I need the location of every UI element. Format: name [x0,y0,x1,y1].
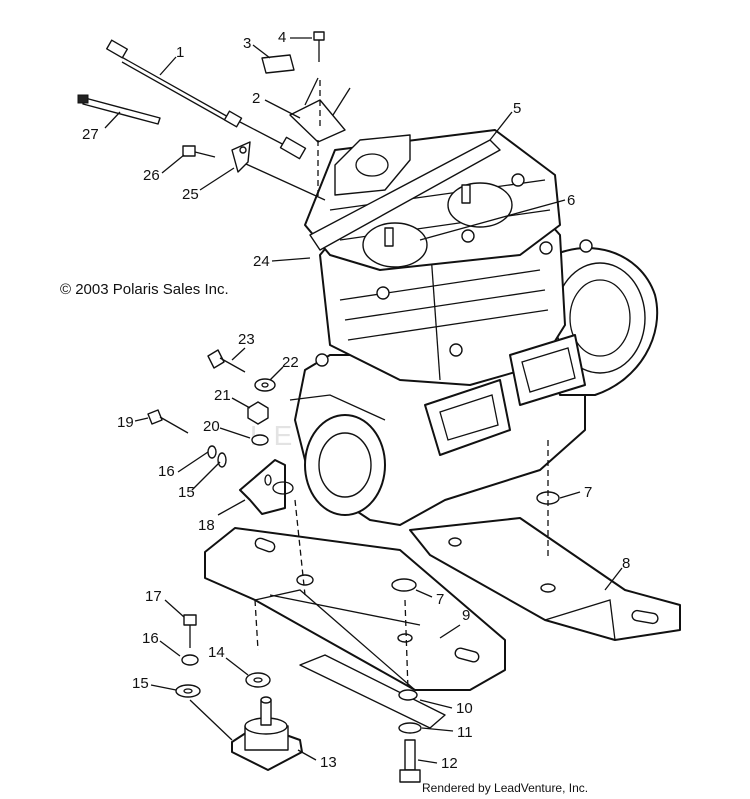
callout-3: 3 [243,35,251,52]
engine-block [289,129,659,526]
callout-5: 5 [513,100,521,117]
callout-7-center: 7 [436,591,444,608]
washer-22 [254,378,276,392]
shim-plate-10 [299,654,446,729]
washer-16-upper [207,445,217,459]
callout-16-upper: 16 [158,463,175,480]
washer-14 [245,672,271,688]
bolt-19 [147,409,189,434]
callout-21: 21 [214,387,231,404]
mounting-plate-right [409,517,681,641]
bolt-17 [183,614,197,648]
washer-15-lower [175,684,201,698]
bolt-23 [207,349,246,373]
callout-23: 23 [238,331,255,348]
adjuster-screw [182,145,216,158]
nut-21 [247,401,269,425]
cable-bracket [289,77,351,143]
callout-27: 27 [82,126,99,143]
decal-label [261,54,295,74]
bracket-18 [239,459,294,515]
washer-7-center [391,578,417,592]
callout-19: 19 [117,414,134,431]
callout-10: 10 [456,700,473,717]
callout-13: 13 [320,754,337,771]
callout-4: 4 [278,29,286,46]
callout-14: 14 [208,644,225,661]
leader-lines [104,37,623,764]
callout-17: 17 [145,588,162,605]
screw-4 [313,31,325,62]
callout-18: 18 [198,517,215,534]
rubber-mount-13 [231,696,303,771]
callout-20: 20 [203,418,220,435]
callout-15-upper: 15 [178,484,195,501]
rendered-by-credit: Rendered by LeadVenture, Inc. [422,781,589,795]
center-lines [189,80,549,741]
callout-8: 8 [622,555,630,572]
lockwasher-16-lower [181,654,199,666]
callout-2: 2 [252,90,260,107]
cable-strap [77,94,161,125]
callout-6: 6 [567,192,575,209]
bolt-12 [399,739,421,783]
copyright-notice: © 2003 Polaris Sales Inc. [60,281,229,298]
washer-20 [251,434,269,446]
callout-26: 26 [143,167,160,184]
callout-12: 12 [441,755,458,772]
callout-22: 22 [282,354,299,371]
callout-16-lower: 16 [142,630,159,647]
callout-25: 25 [182,186,199,203]
mounting-plate-left [204,527,506,691]
throttle-cable [106,39,307,160]
callout-11: 11 [457,724,473,741]
callout-24: 24 [253,253,270,270]
callout-15-lower: 15 [132,675,149,692]
callout-labels: 1 2 3 4 5 6 7 8 9 10 11 12 13 14 15 16 1… [82,29,630,772]
callout-1: 1 [176,44,184,61]
washer-11 [398,722,422,734]
washer-15-upper [217,452,227,468]
cable-stop-lever [231,141,251,173]
callout-7: 7 [584,484,592,501]
callout-9: 9 [462,607,470,624]
